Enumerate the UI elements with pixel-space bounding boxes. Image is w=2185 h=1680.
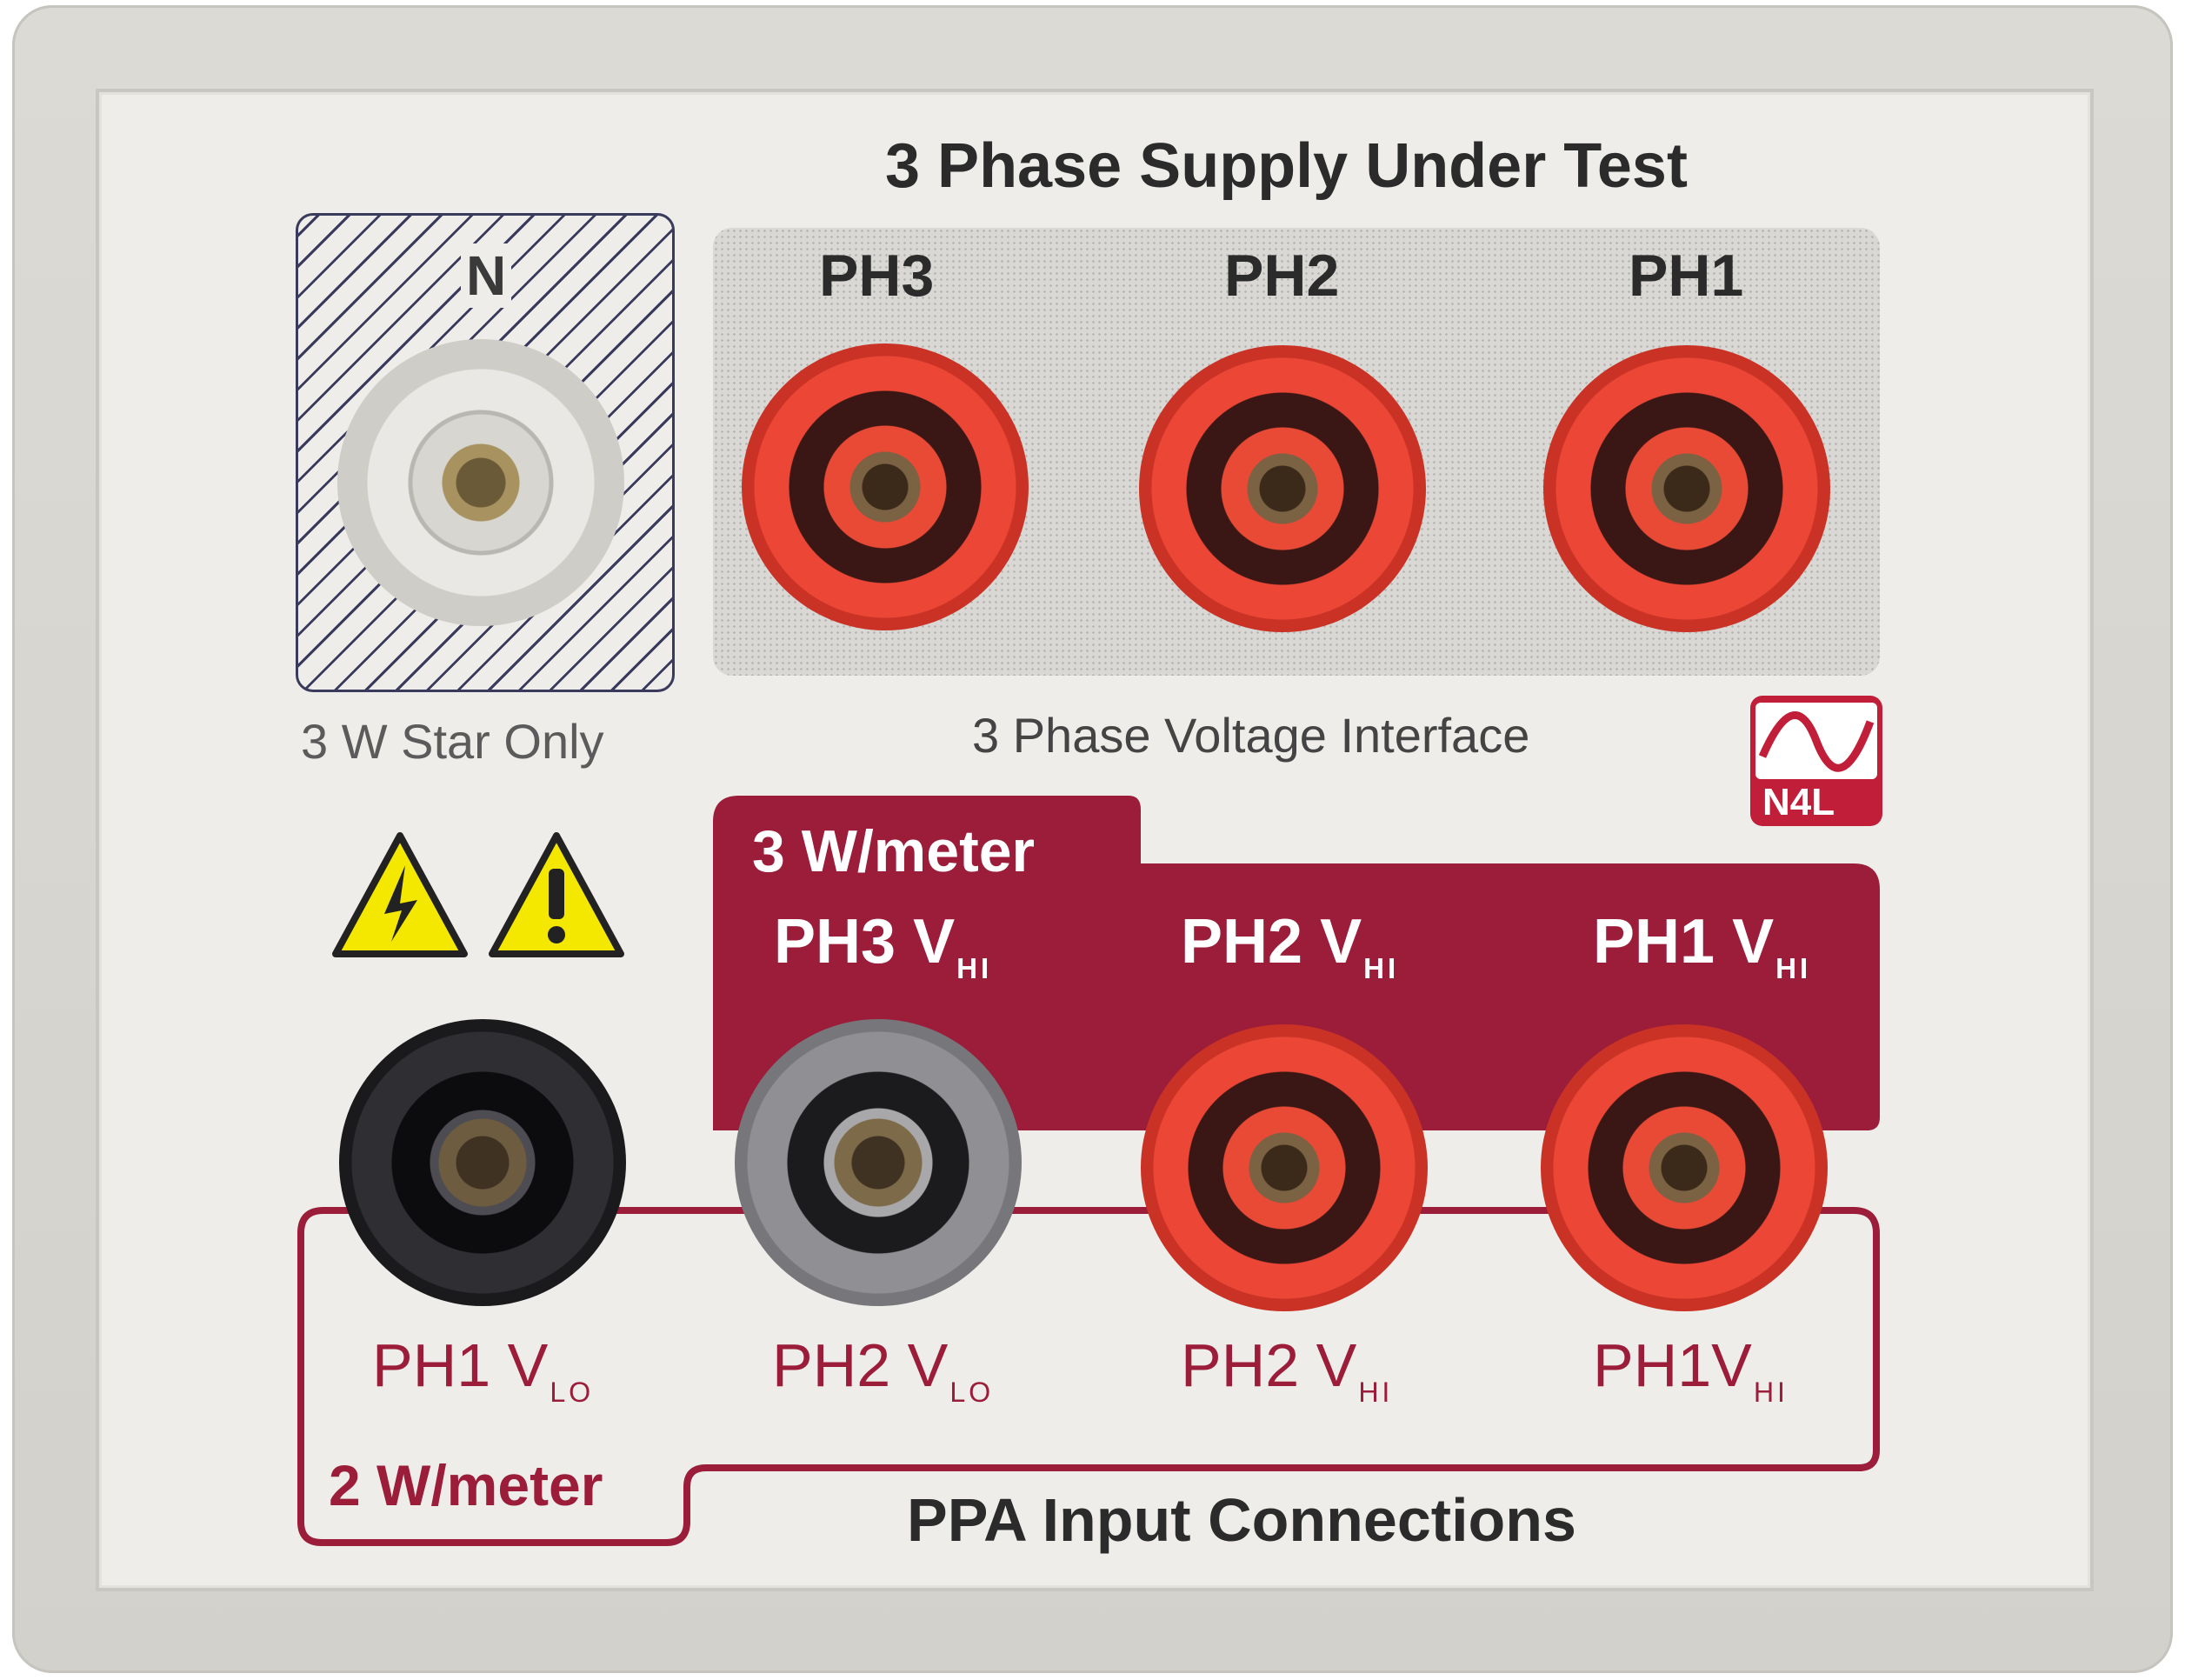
- ph1-label: PH1: [1629, 243, 1744, 309]
- ph2-label: PH2: [1224, 243, 1340, 309]
- ph3-supply-socket[interactable]: [742, 343, 1029, 630]
- voltage-interface-caption: 3 Phase Voltage Interface: [972, 708, 1530, 763]
- page-title: 3 Phase Supply Under Test: [885, 131, 1688, 201]
- ph1-vhi-bottom-label: PH1VHI: [1593, 1331, 1789, 1408]
- three-wattmeter-band: [713, 796, 1880, 1130]
- ph1-vhi-socket[interactable]: [1541, 1024, 1828, 1311]
- ph1-vlo-socket[interactable]: [339, 1019, 626, 1306]
- ph2-vlo-socket[interactable]: [735, 1019, 1022, 1306]
- ph1-supply-socket[interactable]: [1543, 345, 1830, 632]
- ph1-vhi-label: PH1 VHI: [1593, 907, 1812, 986]
- sine-wave-icon: [1755, 703, 1877, 779]
- caution-exclamation-icon: [489, 832, 624, 957]
- ph2-supply-socket[interactable]: [1139, 345, 1426, 632]
- two-wattmeter-outline: [297, 1207, 1880, 1546]
- neutral-label: N: [461, 243, 512, 308]
- logo-text: N4L: [1762, 781, 1835, 823]
- three-wattmeter-title: 3 W/meter: [752, 818, 1035, 884]
- ph2-vlo-label: PH2 VLO: [772, 1331, 994, 1408]
- n4l-logo: N4L: [1750, 696, 1882, 826]
- ph2-vhi-bottom-label: PH2 VHI: [1181, 1331, 1394, 1408]
- ph3-vhi-label: PH3 VHI: [774, 907, 993, 986]
- two-wattmeter-title: 2 W/meter: [329, 1453, 603, 1517]
- ph2-vhi-socket[interactable]: [1141, 1024, 1428, 1311]
- ph3-label: PH3: [819, 243, 935, 309]
- ph2-vhi-label: PH2 VHI: [1181, 907, 1400, 986]
- inputs-title: PPA Input Connections: [907, 1486, 1576, 1554]
- ph1-vlo-label: PH1 VLO: [372, 1331, 594, 1408]
- neutral-socket[interactable]: [337, 339, 624, 626]
- electric-shock-warning-icon: [332, 832, 468, 957]
- neutral-caption: 3 W Star Only: [301, 714, 604, 769]
